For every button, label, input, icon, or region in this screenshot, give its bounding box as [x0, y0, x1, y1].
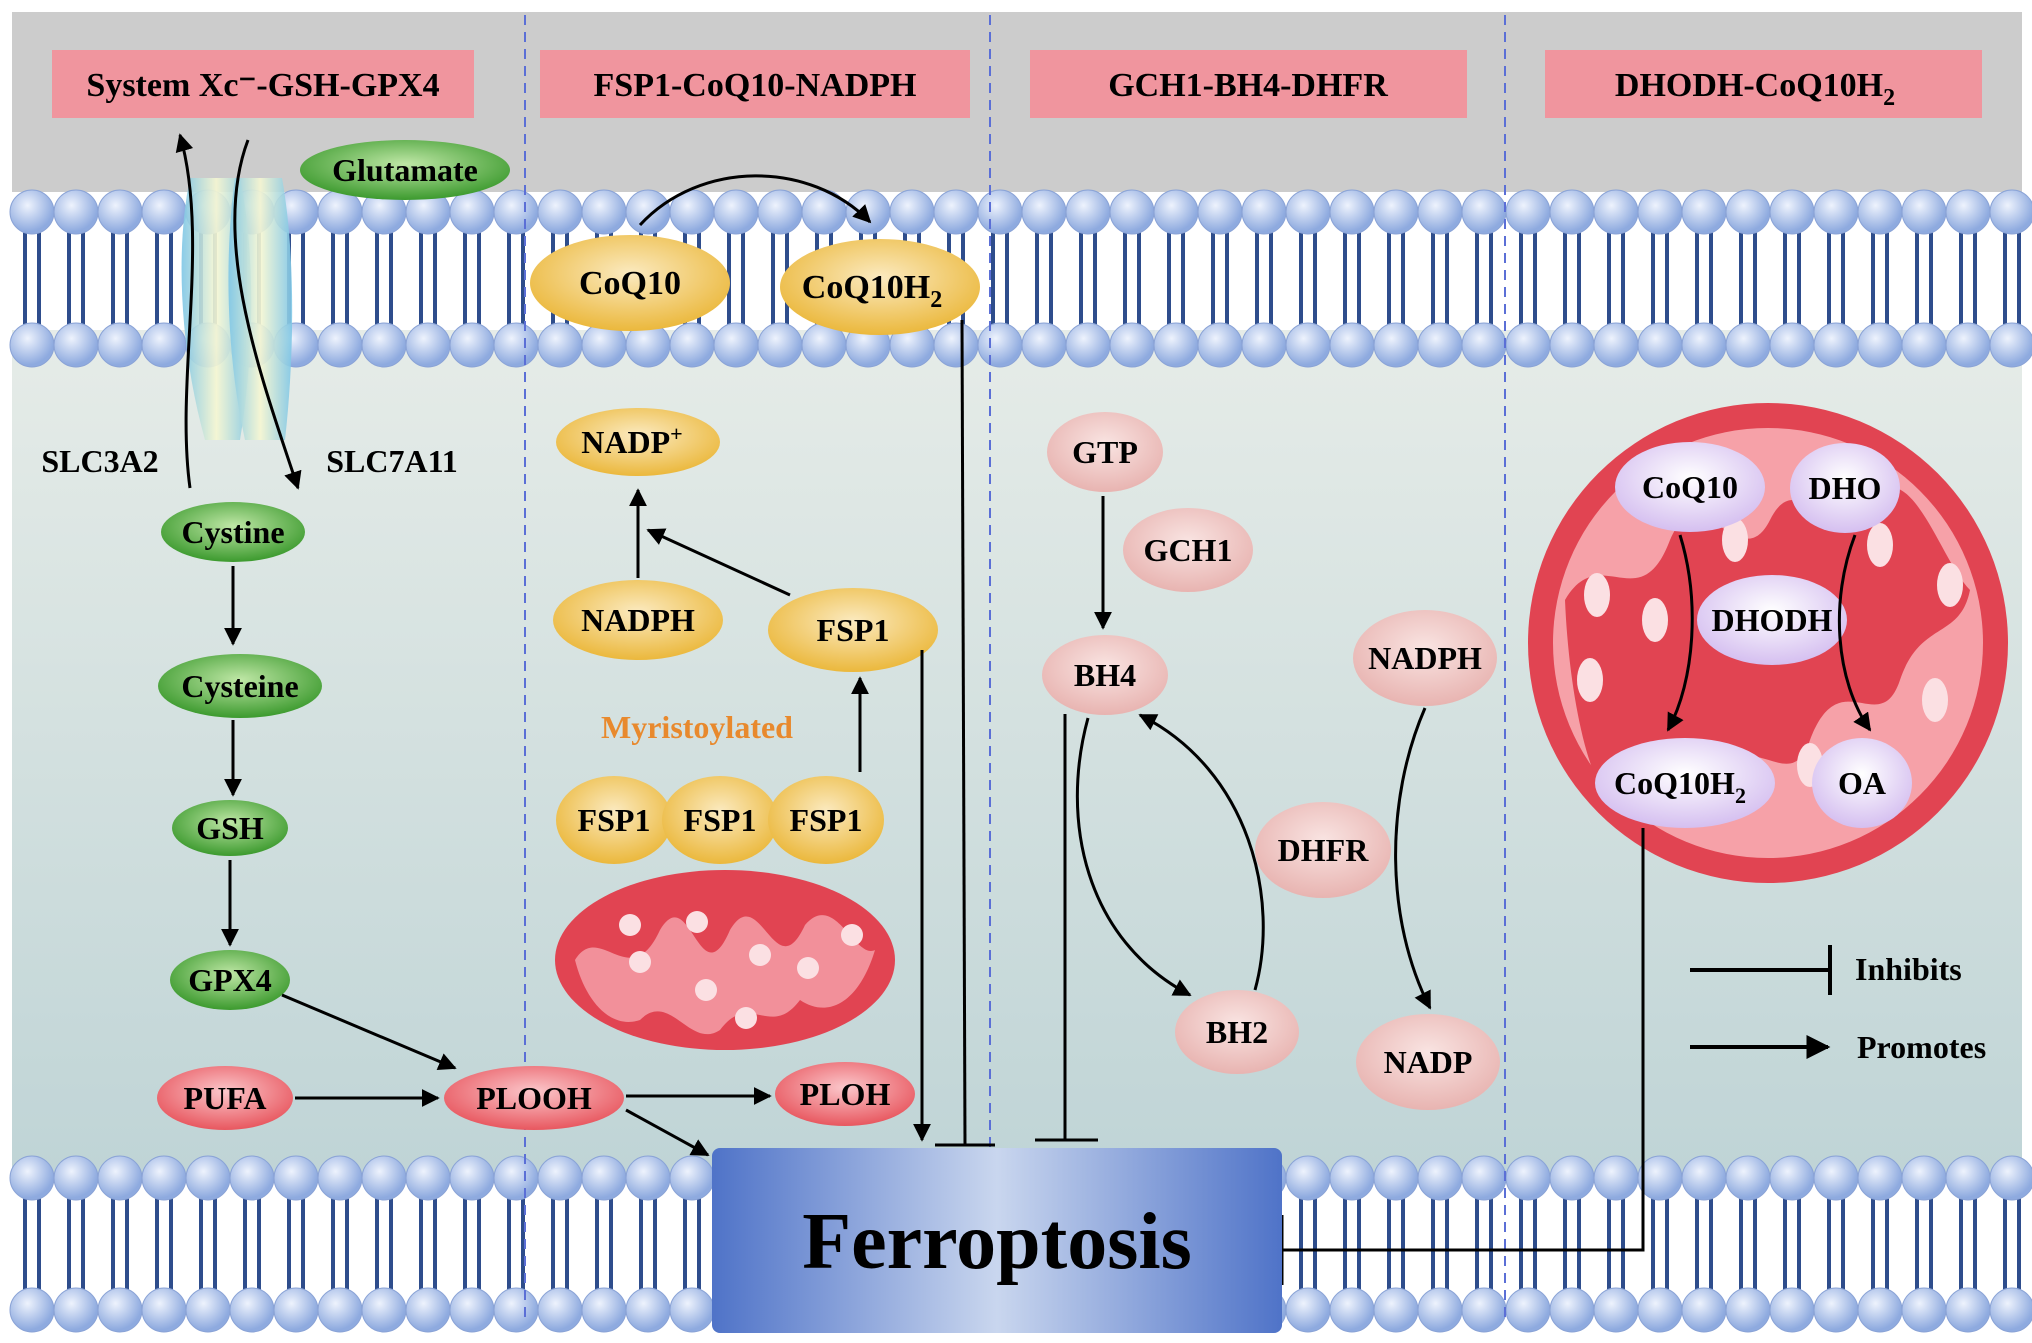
- node-coq10-fsp1: CoQ10: [530, 235, 730, 331]
- svg-text:Cysteine: Cysteine: [181, 668, 298, 704]
- coq10-reduction-arrow: [638, 174, 872, 227]
- section-header-fsp1: FSP1-CoQ10-NADPH: [540, 50, 970, 118]
- node-gtp: GTP: [1047, 412, 1163, 492]
- node-nadph-fsp1: NADPH: [553, 580, 723, 660]
- node-plooh: PLOOH: [444, 1066, 624, 1130]
- fsp1-arrows: [629, 488, 931, 1142]
- node-bh4: BH4: [1042, 635, 1168, 715]
- svg-text:GSH: GSH: [196, 810, 264, 846]
- node-fsp1-chain-1: FSP1: [556, 776, 672, 864]
- section-dividers: [524, 15, 1506, 1320]
- svg-text:FSP1: FSP1: [684, 802, 757, 838]
- svg-text:Ferroptosis: Ferroptosis: [802, 1198, 1192, 1286]
- system-xc-arrows: [221, 566, 772, 1157]
- node-coq10h2-dhodh: CoQ10H2: [1595, 738, 1775, 828]
- coq10h2-inhibit-line: [935, 319, 995, 1147]
- svg-text:PLOOH: PLOOH: [476, 1080, 592, 1116]
- legend-promotes: Promotes: [1690, 1029, 1986, 1065]
- node-oa: OA: [1812, 738, 1912, 828]
- section-header-gch1: GCH1-BH4-DHFR: [1030, 50, 1467, 118]
- node-fsp1: FSP1: [768, 588, 938, 672]
- node-ploh: PLOH: [775, 1062, 915, 1126]
- node-nadph-gch1: NADPH: [1353, 610, 1497, 706]
- svg-text:Glutamate: Glutamate: [332, 152, 478, 188]
- node-dho: DHO: [1790, 443, 1900, 533]
- svg-text:CoQ10H2: CoQ10H2: [1614, 765, 1746, 808]
- svg-text:GCH1: GCH1: [1144, 532, 1233, 568]
- label-slc7a11: SLC7A11: [326, 443, 458, 479]
- ferroptosis-box: Ferroptosis: [712, 1148, 1282, 1333]
- system-xc-transporter: [181, 178, 293, 440]
- svg-text:BH4: BH4: [1074, 657, 1136, 693]
- node-nadp-plus: NADP+: [556, 408, 720, 476]
- svg-text:CoQ10H2: CoQ10H2: [802, 269, 942, 313]
- node-pufa: PUFA: [157, 1066, 293, 1130]
- svg-text:FSP1-CoQ10-NADPH: FSP1-CoQ10-NADPH: [594, 67, 917, 104]
- svg-text:NADPH: NADPH: [581, 602, 695, 638]
- label-myristoylated: Myristoylated: [601, 709, 793, 745]
- node-dhodh: DHODH: [1697, 575, 1847, 665]
- svg-text:FSP1: FSP1: [578, 802, 651, 838]
- node-gch1: GCH1: [1123, 508, 1253, 592]
- node-coq10-dhodh: CoQ10: [1615, 442, 1765, 532]
- node-fsp1-chain-3: FSP1: [768, 776, 884, 864]
- svg-text:FSP1: FSP1: [817, 612, 890, 648]
- node-gsh: GSH: [172, 800, 288, 856]
- svg-text:GPX4: GPX4: [188, 962, 272, 998]
- section-header-dhodh: DHODH-CoQ10H2: [1545, 50, 1982, 118]
- node-cystine: Cystine: [161, 502, 305, 562]
- node-coq10h2-fsp1: CoQ10H2: [780, 239, 980, 335]
- svg-text:OA: OA: [1838, 765, 1886, 801]
- node-dhfr: DHFR: [1255, 802, 1391, 898]
- node-fsp1-chain-2: FSP1: [662, 776, 778, 864]
- svg-text:GTP: GTP: [1072, 434, 1138, 470]
- svg-text:NADP: NADP: [1384, 1044, 1473, 1080]
- legend-inhibits: Inhibits: [1690, 945, 1962, 995]
- node-glutamate: Glutamate: [300, 140, 510, 200]
- svg-text:BH2: BH2: [1206, 1014, 1268, 1050]
- svg-text:Cystine: Cystine: [181, 514, 284, 550]
- svg-text:Promotes: Promotes: [1857, 1029, 1986, 1065]
- svg-text:FSP1: FSP1: [790, 802, 863, 838]
- svg-text:CoQ10: CoQ10: [1642, 469, 1738, 505]
- svg-text:DHFR: DHFR: [1278, 832, 1370, 868]
- svg-text:PUFA: PUFA: [184, 1080, 267, 1116]
- gch1-arrows: [1075, 496, 1432, 1010]
- svg-text:DHODH-CoQ10H2: DHODH-CoQ10H2: [1615, 67, 1895, 111]
- node-gpx4: GPX4: [170, 950, 290, 1010]
- svg-text:CoQ10: CoQ10: [579, 265, 681, 302]
- svg-text:PLOH: PLOH: [800, 1076, 891, 1112]
- glutamate-export-arrow: [175, 133, 195, 489]
- fsp1-mitochondrion: [555, 870, 895, 1050]
- svg-text:NADPH: NADPH: [1368, 640, 1482, 676]
- node-bh2: BH2: [1175, 990, 1299, 1074]
- svg-text:NADP+: NADP+: [581, 421, 682, 460]
- node-nadp-gch1: NADP: [1356, 1014, 1500, 1110]
- svg-text:DHO: DHO: [1809, 470, 1882, 506]
- cystine-import-arrow: [233, 139, 302, 490]
- section-header-system-xc: System Xc⁻-GSH-GPX4: [52, 50, 474, 118]
- bh4-inhibit-line: [1035, 714, 1098, 1142]
- svg-text:Inhibits: Inhibits: [1855, 951, 1962, 987]
- svg-text:GCH1-BH4-DHFR: GCH1-BH4-DHFR: [1108, 67, 1388, 104]
- legend: Inhibits Promotes: [1690, 945, 1986, 1065]
- label-slc3a2: SLC3A2: [41, 443, 158, 479]
- node-cysteine: Cysteine: [158, 654, 322, 718]
- dhodh-arrows: [1666, 534, 1872, 732]
- svg-text:DHODH: DHODH: [1712, 602, 1833, 638]
- svg-text:System Xc⁻-GSH-GPX4: System Xc⁻-GSH-GPX4: [86, 67, 439, 104]
